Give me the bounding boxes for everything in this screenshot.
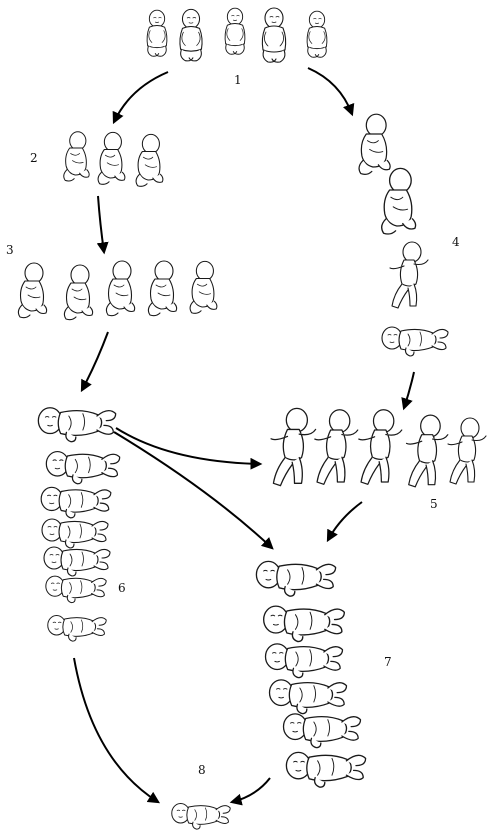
stage-2-group <box>64 132 163 187</box>
arrow-1-to-4 <box>308 68 352 114</box>
stage-7-infant <box>284 714 361 748</box>
stage-5-infant <box>315 410 358 485</box>
stage-6-infant <box>42 519 108 548</box>
stage-6-group <box>38 408 119 641</box>
stage-3-infant <box>190 261 217 313</box>
stage-7-group <box>256 561 365 787</box>
stage-1-infant <box>180 9 202 60</box>
arrow-5-to-7 <box>328 502 362 540</box>
stage-7-infant <box>256 561 335 596</box>
stage-4-infant <box>382 168 416 234</box>
stage-1-infant <box>307 11 327 57</box>
stage-7-infant <box>286 752 365 787</box>
arrow-4-to-5 <box>404 372 414 408</box>
stage-4-group <box>359 114 448 356</box>
stage-4-infant <box>390 242 428 308</box>
stage-1-infant <box>225 8 245 54</box>
arrow-6-to-7 <box>114 432 272 548</box>
stage-7-infant <box>266 644 343 678</box>
stage-8-infant <box>172 803 230 829</box>
stage-7-label: 7 <box>384 655 392 669</box>
stage-6-infant <box>44 547 110 576</box>
stage-2-label: 2 <box>30 151 38 165</box>
stage-3-infant <box>148 261 176 316</box>
stage-8-group <box>172 803 230 829</box>
stage-7-infant <box>264 606 345 641</box>
stage-2-infant <box>136 134 163 186</box>
stage-2-infant <box>64 132 89 181</box>
stage-5-infant <box>271 408 316 485</box>
stage-6-infant <box>46 576 106 603</box>
stage-6-infant <box>41 487 111 518</box>
stage-6-infant <box>48 615 106 641</box>
stage-5-label: 5 <box>430 497 438 511</box>
stage-6-infant <box>38 408 115 442</box>
stage-1-label: 1 <box>234 73 242 87</box>
arrow-3-to-6 <box>82 332 108 390</box>
arrow-7-to-8 <box>232 778 270 802</box>
stage-1-infant <box>147 10 167 56</box>
arrow-6-to-8 <box>74 658 158 802</box>
stage-1-infant <box>262 8 285 62</box>
arrow-1-to-2 <box>114 72 168 122</box>
stage-4-infant <box>382 327 448 356</box>
stage-4-label: 4 <box>452 235 460 249</box>
stage-1-group <box>147 8 327 62</box>
stage-6-label: 6 <box>118 581 126 595</box>
stage-4-infant <box>359 114 390 174</box>
stage-2-infant <box>98 132 125 184</box>
stage-8-label: 8 <box>198 763 206 777</box>
stage-6-infant <box>46 452 119 484</box>
stage-5-group <box>271 408 486 487</box>
stage-3-group <box>18 261 217 320</box>
stage-5-infant <box>407 415 448 487</box>
stage-3-infant <box>18 263 46 318</box>
stage-7-infant <box>270 680 347 714</box>
stage-3-infant <box>64 265 92 320</box>
stage-3-infant <box>106 261 134 316</box>
arrow-2-to-3 <box>98 196 104 252</box>
stage-5-infant <box>359 410 402 485</box>
stage-3-label: 3 <box>6 243 14 257</box>
stage-5-infant <box>448 418 486 484</box>
